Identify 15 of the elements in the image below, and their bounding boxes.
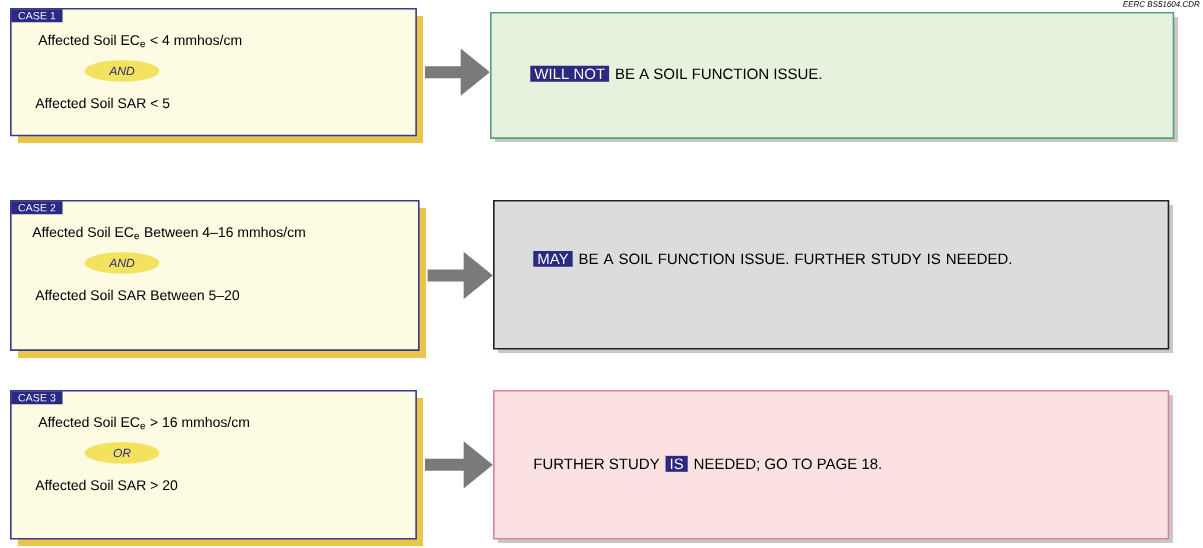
operator-oval: AND bbox=[84, 60, 160, 82]
operator-oval: AND bbox=[84, 252, 160, 274]
case-tab: CASE 2 bbox=[11, 201, 63, 215]
result-text: BE A SOIL FUNCTION ISSUE. bbox=[616, 68, 822, 80]
result-box bbox=[493, 390, 1173, 543]
case-tab: CASE 1 bbox=[11, 9, 63, 23]
highlight-tag: MAY bbox=[533, 251, 573, 267]
result-box bbox=[493, 200, 1173, 353]
result-text: BE A SOIL FUNCTION ISSUE. FURTHER STUDY IS NEEDED. bbox=[579, 253, 1012, 265]
operator-oval: OR bbox=[84, 442, 160, 464]
file-label: EERC BS51604.CDR bbox=[1123, 1, 1200, 7]
result-box bbox=[490, 12, 1178, 142]
result-text: NEEDED; GO TO PAGE 18. bbox=[694, 458, 881, 471]
result-text: FURTHER STUDY bbox=[534, 458, 660, 470]
case-tab: CASE 3 bbox=[11, 391, 63, 405]
